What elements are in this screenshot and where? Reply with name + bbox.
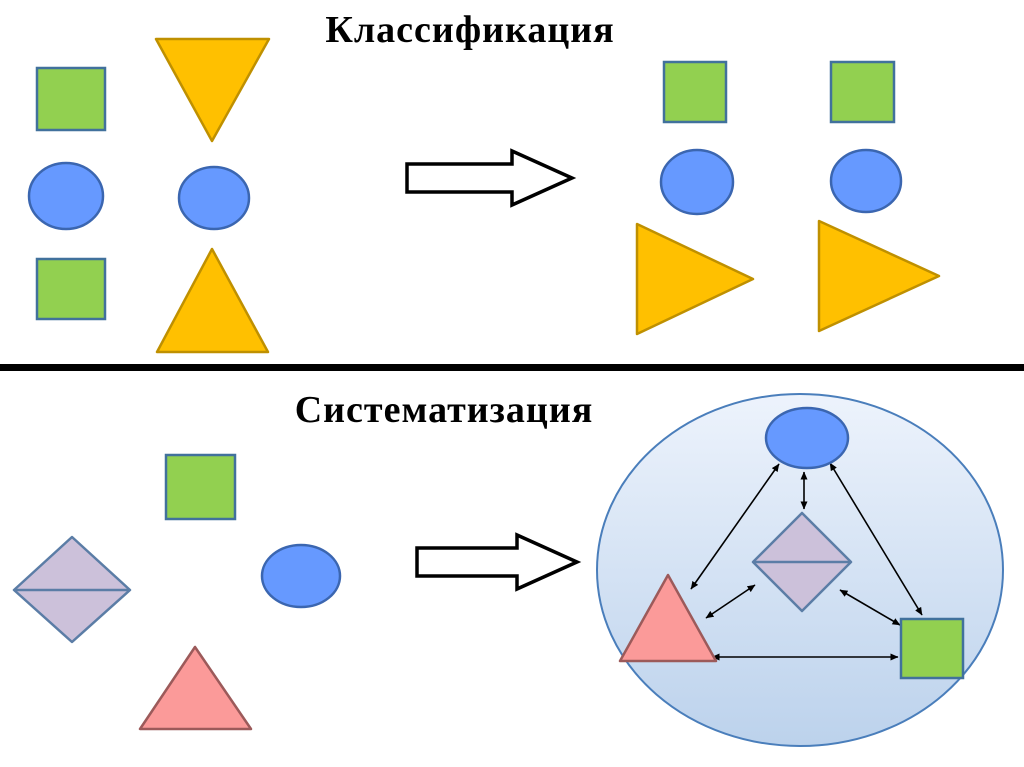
yellow-triangle-down: [154, 37, 271, 143]
green-square: [662, 60, 728, 124]
pink-triangle: [138, 645, 253, 731]
green-square: [899, 617, 965, 680]
edge-circle-square: [829, 462, 923, 616]
yellow-triangle-right: [817, 219, 941, 333]
green-square: [164, 453, 237, 521]
blue-ellipse: [659, 148, 735, 216]
yellow-triangle-up: [155, 247, 270, 354]
edge-diamond-square: [839, 589, 901, 626]
blue-ellipse: [764, 406, 850, 470]
blue-ellipse: [27, 161, 105, 231]
edge-circle-triangle: [690, 463, 780, 590]
blue-ellipse: [829, 148, 903, 214]
classification-source-group: [27, 37, 271, 354]
right-arrow: [415, 532, 582, 592]
systematization-network-group: [596, 393, 1004, 747]
classification-result-group: [635, 60, 941, 336]
network-edges: [690, 462, 923, 661]
classification-title: Классификация: [325, 9, 614, 51]
blue-ellipse: [177, 165, 251, 231]
pink-triangle: [618, 573, 718, 663]
green-square: [35, 257, 107, 321]
green-square: [829, 60, 896, 124]
yellow-triangle-right: [635, 222, 755, 336]
systematization-title: Систематизация: [295, 389, 594, 431]
section-divider: [0, 364, 1024, 371]
blue-ellipse: [260, 543, 342, 609]
edge-diamond-triangle: [705, 584, 756, 619]
right-arrow: [405, 148, 577, 208]
green-square: [35, 66, 107, 132]
systematization-source-group: [12, 453, 342, 731]
